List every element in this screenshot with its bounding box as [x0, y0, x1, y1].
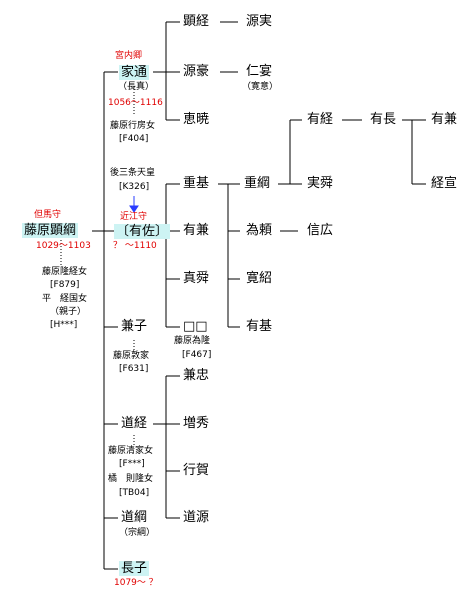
aritsune-name[interactable]: 有経: [307, 112, 334, 127]
unknown-name[interactable]: □□: [183, 319, 208, 334]
ningo-alias: （寛意）: [242, 82, 279, 92]
arisuke-name[interactable]: 〔有佐〕: [114, 224, 171, 239]
arisuke-dates: ？ 〜1110: [113, 241, 157, 251]
choko-name[interactable]: 長子: [119, 561, 150, 576]
akitsune-name[interactable]: 顕経: [183, 14, 210, 29]
arinaga-name[interactable]: 有長: [370, 112, 397, 127]
michitsuna-alias: （宗綱）: [119, 528, 156, 538]
root-title: 但馬守: [34, 210, 62, 220]
michitsuna-name[interactable]: 道綱: [121, 510, 148, 525]
kanetada-name[interactable]: 兼忠: [183, 368, 210, 383]
ietsugu-dates: 1056〜1116: [108, 98, 163, 108]
ietsugu-alias: （長真）: [118, 82, 155, 92]
root-mother1-code[interactable]: [F879]: [50, 280, 80, 290]
dogen-name[interactable]: 道源: [183, 510, 210, 525]
arisuke-sponsor: 後三条天皇: [110, 168, 156, 178]
kaneko-mother: 藤原敦家: [113, 351, 150, 361]
kaneko-mother-code[interactable]: [F631]: [119, 364, 149, 374]
ningo-name[interactable]: 仁宴: [246, 64, 273, 79]
michitsune-mother1-code[interactable]: [F***]: [119, 459, 145, 469]
ietsugu-name[interactable]: 家通: [119, 65, 150, 80]
arikane-name[interactable]: 有兼: [183, 223, 210, 238]
arisuke-title: 近江守: [120, 212, 148, 222]
michitsune-mother2-code[interactable]: [TB04]: [119, 488, 150, 498]
kaneko-name[interactable]: 兼子: [121, 319, 148, 334]
tameyori-name[interactable]: 為頼: [246, 223, 273, 238]
choko-dates: 1079〜 ？: [114, 578, 158, 588]
arikane2-name[interactable]: 有兼: [431, 112, 458, 127]
genshin-name[interactable]: 源豪: [183, 64, 210, 79]
michitsune-mother1: 藤原清家女: [108, 446, 154, 456]
michitsune-mother2: 橘 則隆女: [108, 474, 154, 484]
root-mother2: 平 経国女: [42, 294, 88, 304]
keigyo-name[interactable]: 恵暁: [183, 112, 210, 127]
arisuke-sponsor-code[interactable]: [K326]: [119, 182, 150, 192]
sanenori-name[interactable]: 真舜: [183, 271, 210, 286]
arimoto-name[interactable]: 有基: [246, 319, 273, 334]
sanenori2-name[interactable]: 実舜: [307, 176, 334, 191]
unknown-mother-code[interactable]: [F467]: [182, 350, 212, 360]
genjitsu-name[interactable]: 源実: [246, 14, 273, 29]
kansho-name[interactable]: 寛紹: [246, 271, 273, 286]
nobuhiro-name[interactable]: 信広: [307, 223, 334, 238]
root-mother1: 藤原隆経女: [42, 267, 88, 277]
ietsugu-title: 宮内卿: [115, 51, 143, 61]
zoshu-name[interactable]: 増秀: [183, 416, 210, 431]
shigetsuna-name[interactable]: 重綱: [244, 176, 271, 191]
root-dates: 1029〜1103: [36, 241, 91, 251]
michitsune-name[interactable]: 道経: [121, 416, 148, 431]
root-mother2-code[interactable]: [H***]: [50, 320, 78, 330]
shigemoto-name[interactable]: 重基: [183, 176, 210, 191]
root-name[interactable]: 藤原顕綱: [22, 223, 79, 238]
tsunenobu-name[interactable]: 経宣: [431, 176, 458, 191]
root-mother2-note: （親子）: [50, 307, 87, 317]
unknown-mother: 藤原為隆: [174, 336, 211, 346]
ietsugu-mother: 藤原行房女: [110, 121, 156, 131]
gyoga-name[interactable]: 行賀: [183, 463, 210, 478]
ietsugu-mother-code[interactable]: [F404]: [119, 134, 149, 144]
